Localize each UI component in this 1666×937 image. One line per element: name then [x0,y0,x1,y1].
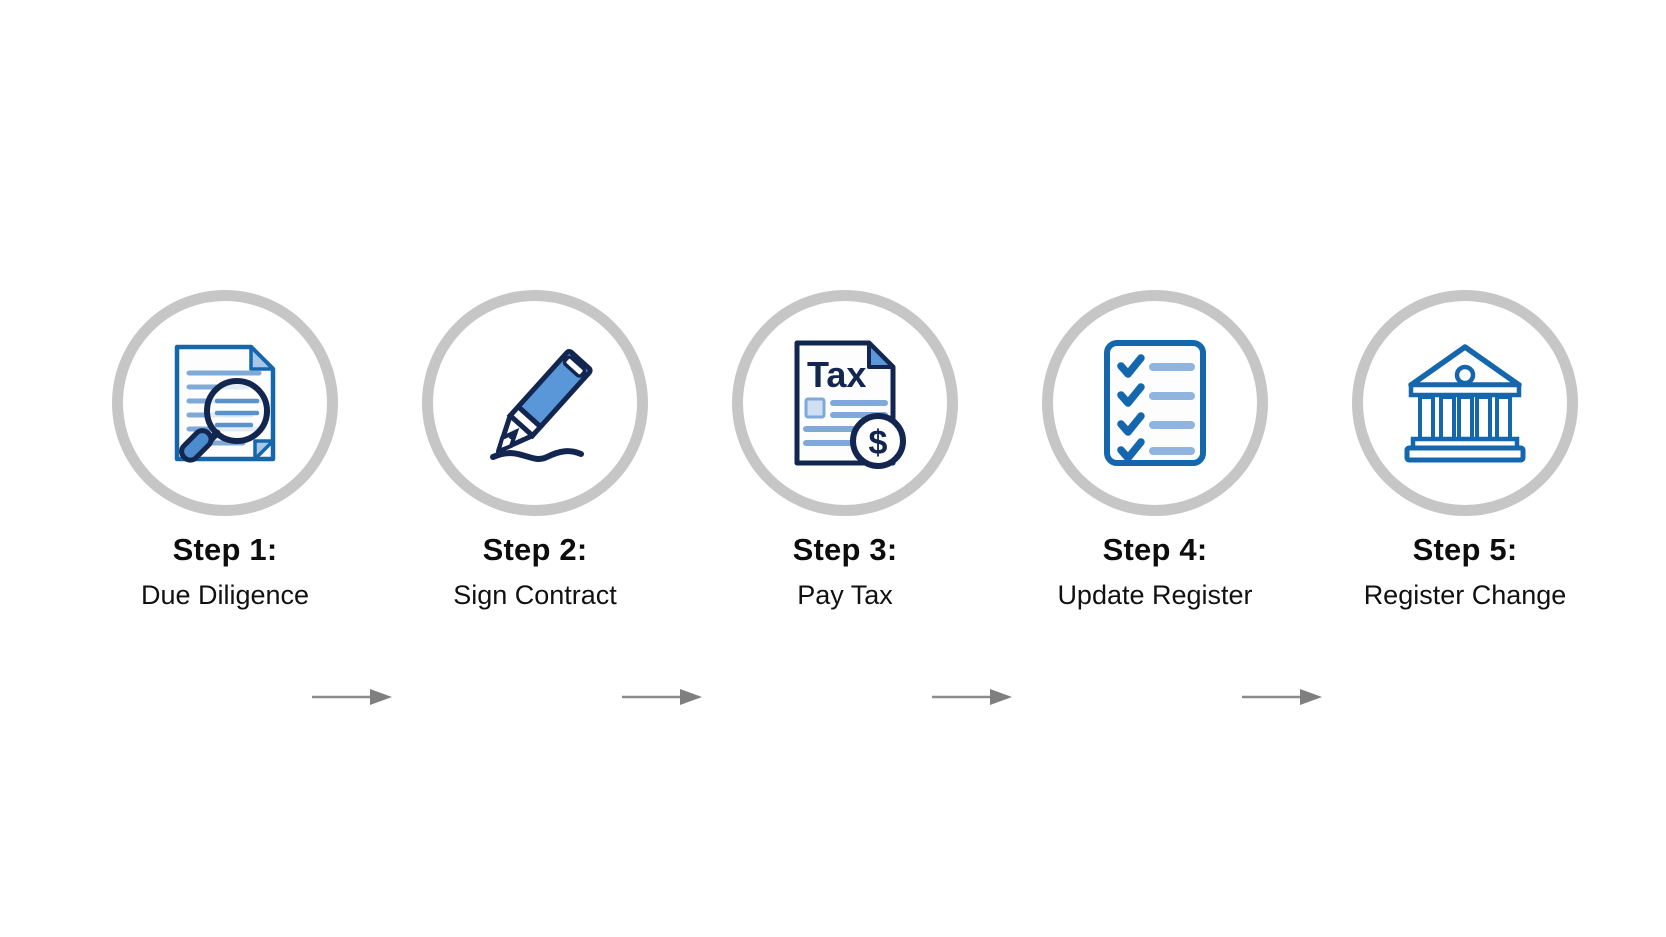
step-subtitle-3: Pay Tax [797,580,893,610]
fountain-pen-signature-icon [490,348,593,462]
step-subtitle-5: Register Change [1363,580,1567,610]
process-flow-row: Tax $ [0,290,1666,705]
step-subtitle-1: Due Diligence [140,580,310,610]
tax-document-dollar-icon: Tax $ [794,340,906,469]
step-subtitle-2: Sign Contract [453,580,617,610]
step-node-1[interactable] [112,290,338,516]
step-node-3[interactable]: Tax $ [732,290,958,516]
arrow-step3-step4 [932,686,1016,708]
step-node-2[interactable] [422,290,648,516]
step-node-4[interactable] [1042,290,1268,516]
step-title-4: Step 4: [1102,532,1208,567]
step-caption-1: Step 1: Due Diligence [75,530,375,612]
document-magnifier-icon [174,344,276,463]
step-subtitle-4: Update Register [1057,580,1253,610]
arrow-step4-step5 [1242,686,1326,708]
dollar-badge: $ [869,424,888,462]
step-title-2: Step 2: [482,532,588,567]
arrow-step2-step3 [622,686,706,708]
arrow-step1-step2 [312,686,396,708]
checklist-icon [1104,340,1206,466]
step-caption-3: Step 3: Pay Tax [695,530,995,612]
step-title-1: Step 1: [172,532,278,567]
government-building-icon [1404,344,1526,463]
step-caption-4: Step 4: Update Register [1005,530,1305,612]
step-caption-5: Step 5: Register Change [1315,530,1615,612]
step-title-5: Step 5: [1412,532,1518,567]
step-node-5[interactable] [1352,290,1578,516]
step-title-3: Step 3: [792,532,898,567]
tax-label: Tax [807,354,866,395]
step-caption-2: Step 2: Sign Contract [385,530,685,612]
